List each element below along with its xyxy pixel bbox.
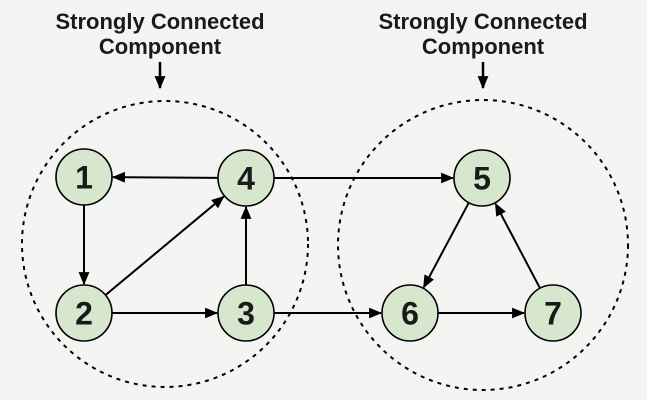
node-5 <box>453 149 511 207</box>
scc-boundary-left-scc <box>21 100 309 388</box>
scc-label-right-line2: Component <box>421 34 545 59</box>
node-label-4: 4 <box>237 161 255 197</box>
node-2 <box>55 284 113 342</box>
node-label-3: 3 <box>237 296 255 332</box>
scc-boundary-right-scc <box>337 99 629 391</box>
node-label-6: 6 <box>401 296 419 332</box>
scc-label-left-line2: Component <box>98 34 222 59</box>
node-label-5: 5 <box>473 161 491 197</box>
edge-4-1 <box>111 171 219 183</box>
node-4 <box>217 149 275 207</box>
edge-5-6 <box>422 202 470 289</box>
edge-2-4 <box>104 195 225 296</box>
node-7 <box>524 284 582 342</box>
node-3 <box>217 284 275 342</box>
scc-label-left-line1: Strongly Connected <box>55 9 265 34</box>
node-1 <box>55 148 113 206</box>
edge-7-5 <box>494 202 541 289</box>
scc-label-right: Strongly Connected Component <box>378 9 587 59</box>
scc-label-right-line1: Strongly Connected <box>378 9 588 34</box>
node-6 <box>381 284 439 342</box>
node-label-7: 7 <box>544 296 562 332</box>
node-label-2: 2 <box>75 296 93 332</box>
node-label-1: 1 <box>75 160 93 196</box>
scc-label-left: Strongly Connected Component <box>55 9 264 59</box>
